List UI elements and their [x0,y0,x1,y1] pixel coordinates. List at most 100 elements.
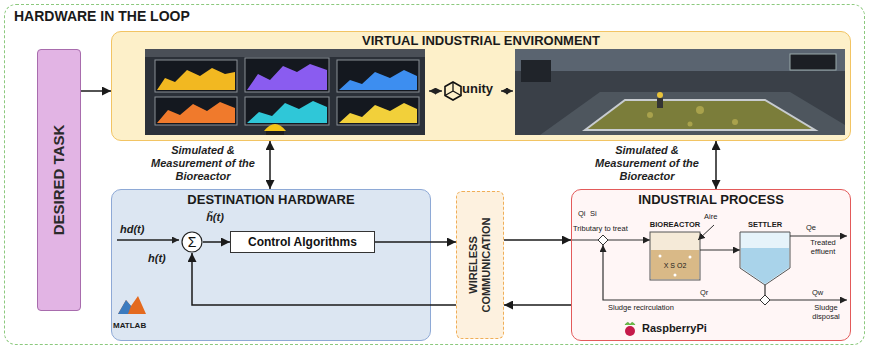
inlet-pipe [572,239,650,240]
settler-liquid [741,248,789,284]
plant-screenshot [515,49,845,135]
label-slot: BIOREACTOR [648,221,702,230]
label-slot: SETTLER [740,221,790,230]
label-slot: MATLAB [113,321,146,330]
unity-cube [445,82,461,100]
transfer-pipe [700,249,740,250]
raspberry-logo [625,326,635,336]
bioreactor-liquid [651,250,699,279]
label-slot: Qi [578,210,586,219]
chart-area [339,103,417,123]
label-slot: Aire [704,213,717,222]
label-slot: unity [462,82,493,97]
matlab-logo-shade [118,300,131,314]
plant-floor [540,92,845,135]
variable-label: X S O2 [652,262,698,270]
signal-label: h(t) [148,252,166,265]
foam-spot [732,119,738,125]
worker-head [657,92,663,98]
node-heading: WIRELESS COMMUNICATION [467,197,493,333]
process-label: Aire [704,213,717,222]
logo-text: MATLAB [113,321,146,330]
junction-circle [182,232,202,252]
outer-frame: HARDWARE IN THE LOOP DESIRED TASK VIRTUAL … [4,4,865,345]
node-heading: Σ [181,231,203,253]
label-slot: X S O2 [652,262,698,270]
monitor-panel [245,97,329,125]
node-heading: DESIRED TASK [50,55,68,305]
label-slot: hd(t) [120,223,144,236]
process-box: Control Algorithms [230,231,375,253]
label-slot: Sludge recirculation [608,304,674,313]
split-node [760,295,770,305]
label-slot: Tributary to treat [573,225,628,234]
label-slot: Si [590,210,597,219]
monitor-panel [245,58,329,92]
chart-area [339,70,417,90]
node-heading: Control Algorithms [239,232,366,252]
tank-label: BIOREACTOR [648,221,702,230]
label-slot: RaspberryPi [642,322,707,335]
logo-text: RaspberryPi [642,322,707,335]
node-heading: HARDWARE IN THE LOOP [14,8,855,25]
edge-label-slot: Simulated & Measurement of the Bioreacto… [588,144,706,183]
hardware-panel: DESTINATION HARDWARE Σ Control Algorithms [111,189,431,341]
process-label: Tributary to treat [573,225,628,234]
unity-logo [429,82,513,100]
signal-label: hd(t) [120,223,144,236]
unity-cube-edges [445,82,461,96]
link-arrow [429,90,442,91]
tank-railing [585,100,815,130]
node-heading: VIRTUAL INDUSTRIAL ENVIRONMENT [116,33,846,49]
monitor-panel [337,97,419,125]
control-room-screenshot [145,49,425,135]
tank-label: SETTLER [740,221,790,230]
node-heading: DESTINATION HARDWARE [116,192,426,208]
foam-spot [688,122,693,127]
connector-arrow [375,241,456,243]
flow-symbol: Qe [806,224,816,233]
disposal-pipe [770,299,847,300]
label-slot: Qw [812,289,823,298]
tank-liquid [585,100,815,130]
connector-arrow [81,90,111,92]
sludge-pipe [764,285,765,295]
ceiling-band [515,49,845,71]
monitor-panel [337,60,419,92]
connector-arrow [192,253,456,305]
chart-area [157,102,235,123]
process-label: Treated effluent [800,239,846,256]
operator-helmet [264,124,286,131]
connector-arrow [715,141,717,189]
label-slot: Qr [700,289,708,298]
monitor-panel [155,60,237,92]
process-panel: INDUSTRIAL PROCESS [571,189,851,341]
screenshot-ground [145,49,425,135]
recirculation-pipe [603,245,760,300]
edge-label-slot: h̃(t) [202,211,228,224]
flow-symbol: Qr [700,289,708,298]
info-sign [790,54,836,70]
screenshot-ground [515,49,845,135]
task-box: DESIRED TASK [37,49,81,311]
chart-area [247,64,327,90]
connector-arrow [504,304,571,306]
sum-junction: Σ [181,231,203,253]
process-label: Sludge recirculation [608,304,674,313]
ceiling-band [145,49,425,57]
label-slot: Qe [806,224,816,233]
air-bubble [689,256,692,259]
settler-tank [740,232,790,285]
air-bubble [659,255,662,258]
mixing-node [598,235,608,245]
raspberry-leaves [625,323,635,326]
edge-label: Simulated & Measurement of the Bioreacto… [588,144,706,183]
reference-signal-line [117,239,179,241]
edge-label-slot: Simulated & Measurement of the Bioreacto… [144,144,262,183]
air-bubble [674,274,677,277]
label-slot: Treated effluent [800,239,846,256]
connector-arrow [203,241,230,243]
process-label: Sludge disposal [804,304,848,321]
foam-spot [696,106,704,114]
